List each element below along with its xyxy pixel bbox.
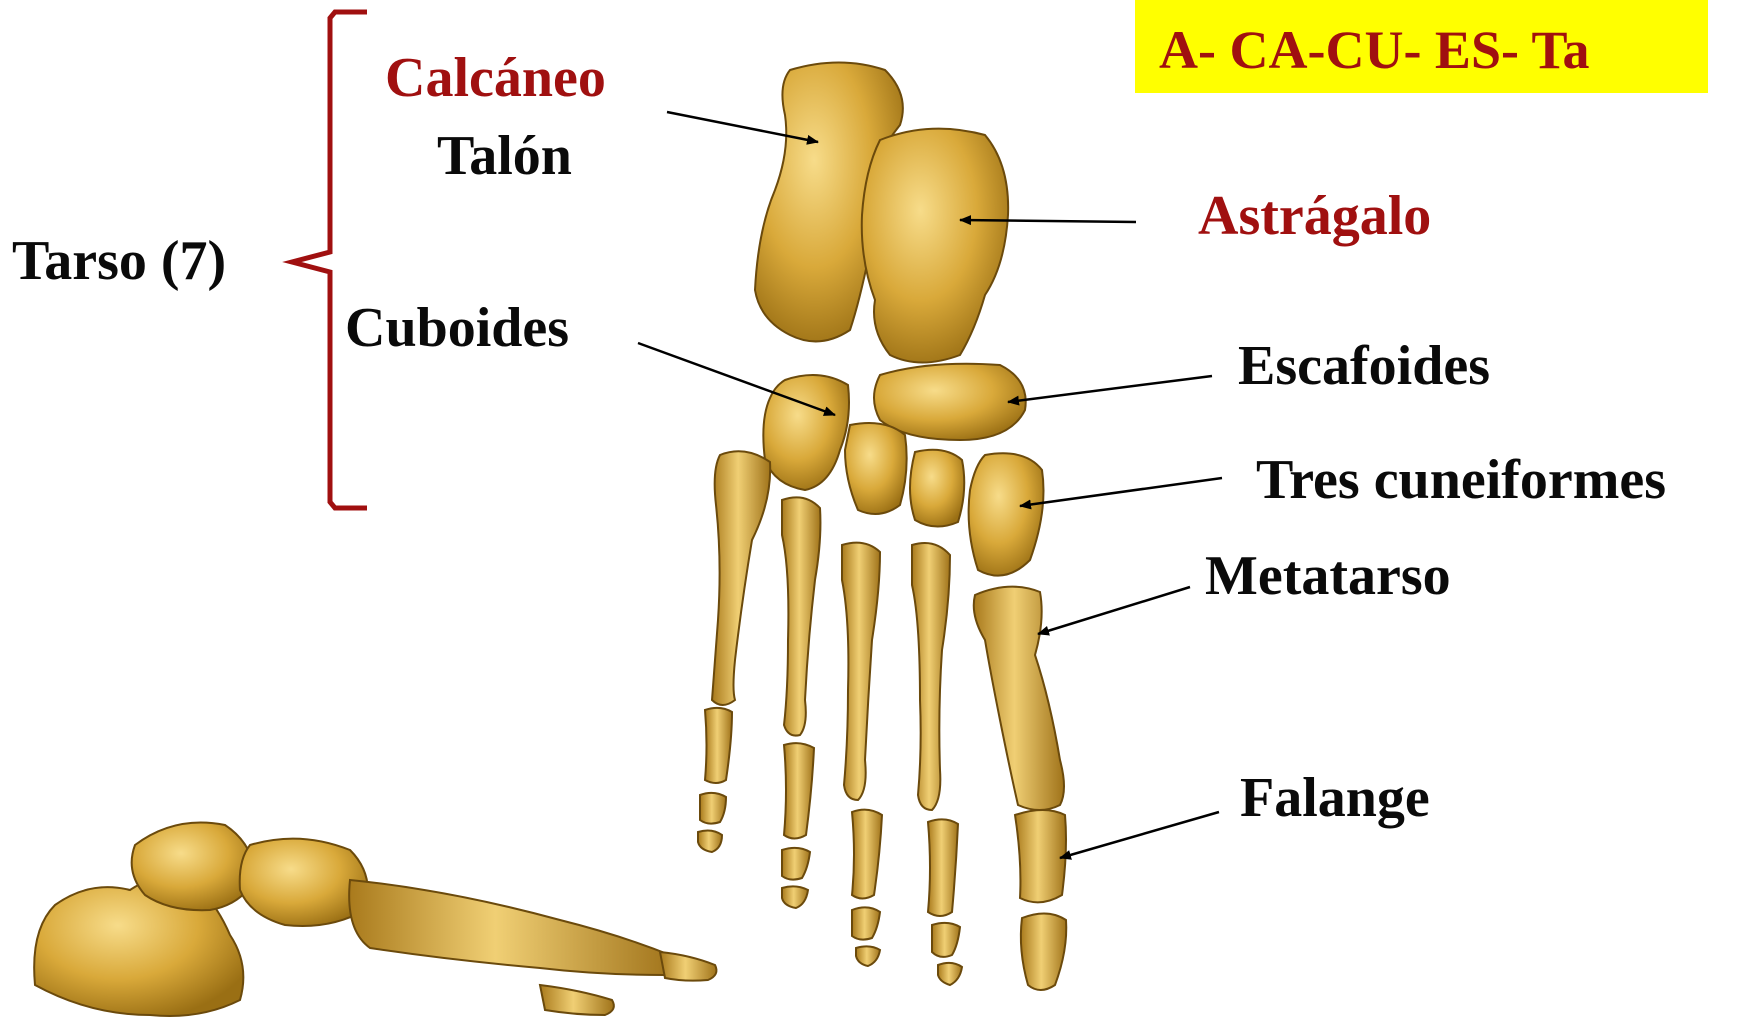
phalanx-5-proximal	[705, 708, 732, 783]
side-talus	[132, 823, 255, 911]
label-escafoides: Escafoides	[1238, 338, 1490, 394]
phalanx-1-distal	[1021, 913, 1066, 990]
tarso-bracket	[292, 12, 367, 508]
arrow-cuneiformes	[1020, 478, 1222, 506]
label-astragalo: Astrágalo	[1198, 188, 1431, 244]
side-metatarsals	[349, 880, 674, 975]
phalanx-3-proximal	[852, 810, 882, 899]
phalanx-2-distal	[938, 963, 962, 985]
phalanx-4-distal	[782, 886, 808, 908]
arrow-falange	[1060, 812, 1219, 858]
metatarsal-3	[842, 543, 880, 800]
lateral-cuneiform	[845, 423, 907, 514]
phalanx-5-middle	[700, 793, 726, 824]
phalanx-4-proximal	[784, 743, 814, 838]
side-toes	[660, 952, 716, 981]
arrow-escafoides	[1008, 376, 1212, 402]
arrow-metatarso	[1038, 587, 1190, 634]
phalanx-3-distal	[856, 946, 880, 966]
phalanx-2-middle	[932, 923, 960, 957]
intermediate-cuneiform	[910, 450, 964, 527]
metatarsal-4	[782, 497, 820, 735]
side-midfoot	[240, 839, 368, 926]
phalanx-2-proximal	[928, 819, 958, 916]
phalanx-3-middle	[852, 907, 880, 939]
foot-top-view	[698, 63, 1066, 991]
medial-cuneiform	[969, 453, 1044, 575]
label-metatarso: Metatarso	[1205, 548, 1451, 604]
metatarsal-2	[912, 543, 950, 810]
phalanx-4-middle	[782, 848, 810, 880]
side-hallux	[540, 985, 614, 1015]
talus-bone	[862, 129, 1008, 363]
label-falange: Falange	[1240, 770, 1430, 826]
mnemonic-text: A- CA-CU- ES- Ta	[1159, 23, 1590, 77]
label-calcaneo: Calcáneo	[385, 50, 606, 106]
label-cuneiformes: Tres cuneiformes	[1256, 452, 1666, 508]
metatarsal-5	[712, 451, 770, 705]
foot-side-view	[34, 823, 716, 1017]
label-talon: Talón	[437, 128, 572, 184]
label-cuboides: Cuboides	[345, 300, 569, 356]
metatarsal-1	[974, 587, 1064, 810]
phalanx-1-proximal	[1015, 810, 1066, 902]
label-tarso: Tarso (7)	[12, 233, 226, 289]
phalanx-5-distal	[698, 831, 722, 852]
